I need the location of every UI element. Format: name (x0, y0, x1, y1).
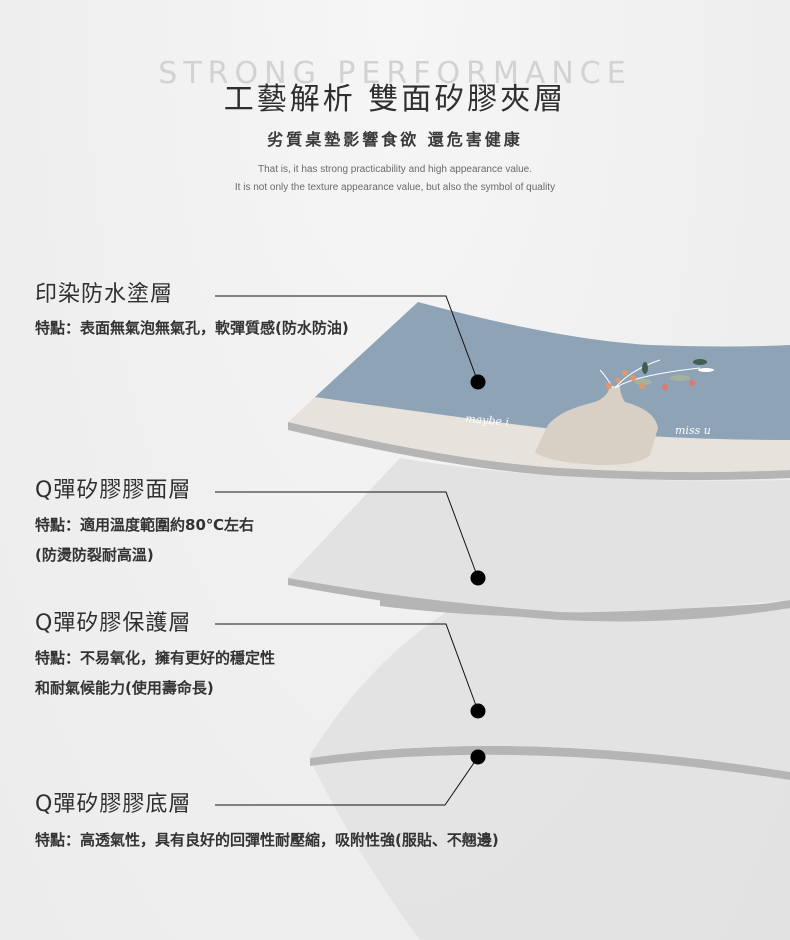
layer-label-printed-coating: 印染防水塗層 特點：表面無氣泡無氣孔，軟彈質感(防水防油) (35, 281, 349, 343)
layer-label-silicone-face: Q彈矽膠膠面層 特點：適用溫度範圍約80℃左右 (防燙防裂耐高溫) (35, 477, 254, 570)
eyebrow-text: STRONG PERFORMANCE (158, 56, 632, 91)
layer-desc: 和耐氣候能力(使用壽命長) (35, 679, 214, 697)
layer-title: Q彈矽膠膠底層 (35, 792, 192, 817)
protective-layer (310, 600, 790, 772)
page-subtitle: 劣質桌墊影響食欲 還危害健康 (267, 130, 523, 149)
english-line-1: That is, it has strong practicability an… (257, 164, 533, 175)
layer-label-silicone-bottom: Q彈矽膠膠底層 特點：高透氣性，具有良好的回彈性耐壓縮，吸附性強(服貼、不翹邊) (35, 791, 499, 855)
bottom-layer (310, 745, 790, 940)
printed-top-layer: maybe i miss u (288, 302, 790, 481)
layer-title: Q彈矽膠膠面層 (35, 478, 192, 503)
layer-desc: 特點：適用溫度範圍約80℃左右 (35, 516, 255, 534)
page-title: 工藝解析 雙面矽膠夾層 (223, 82, 567, 117)
print-text-right: miss u (675, 424, 711, 437)
callout-lines (215, 295, 479, 806)
silicone-face-layer (288, 458, 790, 622)
layer-label-silicone-protective: Q彈矽膠保護層 特點：不易氧化，擁有更好的穩定性 和耐氣候能力(使用壽命長) (35, 610, 275, 703)
layer-desc: 特點：表面無氣泡無氣孔，軟彈質感(防水防油) (35, 319, 349, 337)
layer-desc: (防燙防裂耐高溫) (35, 546, 154, 564)
layer-desc: 特點：不易氧化，擁有更好的穩定性 (35, 649, 276, 667)
callout-dots (470, 374, 486, 765)
english-line-2: It is not only the texture appearance va… (234, 182, 556, 193)
layer-title: 印染防水塗層 (35, 282, 174, 307)
layer-title: Q彈矽膠保護層 (35, 611, 192, 636)
print-text-left: maybe i (465, 412, 510, 429)
layer-desc: 特點：高透氣性，具有良好的回彈性耐壓縮，吸附性強(服貼、不翹邊) (35, 831, 499, 849)
